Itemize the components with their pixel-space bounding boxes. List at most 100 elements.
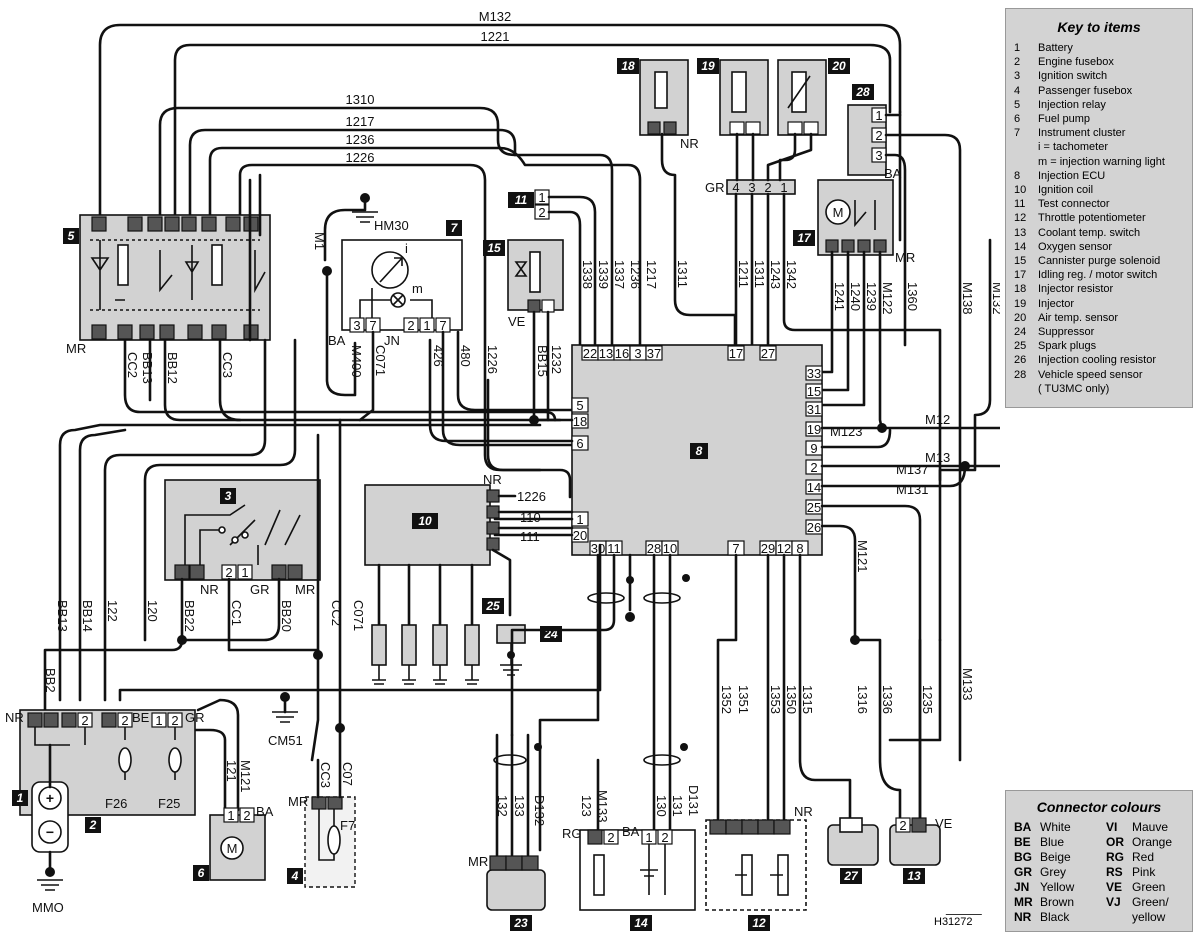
connector-code: BG bbox=[1014, 850, 1032, 864]
wire-480: 480 bbox=[458, 345, 473, 367]
wire-1337: 1337 bbox=[612, 260, 627, 289]
wire-131: 131 bbox=[670, 795, 685, 817]
colour-mr-17: MR bbox=[895, 250, 915, 265]
wire-bb12: BB12 bbox=[165, 352, 180, 384]
wire-label-1226: 1226 bbox=[346, 150, 375, 165]
key-item-description: i = tachometer bbox=[1038, 141, 1109, 154]
wire-label-1221: 1221 bbox=[481, 29, 510, 44]
badge-11: 11 bbox=[515, 193, 528, 207]
instrument-cluster-7: 3 7 2 1 7 i m 7 BA JN bbox=[328, 220, 463, 348]
wire-1311-a: 1311 bbox=[675, 260, 690, 288]
pump-motor-m: M bbox=[227, 841, 238, 856]
connector-colour-name: Green/ bbox=[1132, 895, 1169, 909]
badge-14: 14 bbox=[634, 916, 648, 930]
badge-17: 17 bbox=[797, 231, 812, 245]
connector-code: MR bbox=[1014, 895, 1033, 909]
key-item-description: Injection ECU bbox=[1038, 169, 1106, 182]
ecu-pin-37: 37 bbox=[647, 346, 661, 361]
ignition-switch-3: 2 1 3 NR GR MR bbox=[164, 479, 321, 597]
colour-ba-6: BA bbox=[256, 804, 274, 819]
wire-1239: 1239 bbox=[864, 282, 879, 311]
wire-120: 120 bbox=[145, 600, 160, 622]
badge-20: 20 bbox=[831, 59, 846, 73]
connector-colour-name: yellow bbox=[1132, 910, 1166, 924]
key-item-number: 13 bbox=[1014, 226, 1027, 239]
ecu-pin-17: 17 bbox=[729, 346, 743, 361]
wire-m131: M131 bbox=[896, 482, 929, 497]
badge-4: 4 bbox=[291, 869, 299, 883]
test-connector-11: 1 2 11 bbox=[508, 189, 597, 347]
ecu-pin-26: 26 bbox=[807, 520, 821, 535]
ecu-pin-30: 30 bbox=[591, 541, 605, 556]
ecu-pin-10: 10 bbox=[663, 541, 677, 556]
colour-nr-12: NR bbox=[794, 804, 813, 819]
wire-1235: 1235 bbox=[920, 685, 935, 714]
wire-m133: M133 bbox=[960, 668, 975, 701]
colour-ve-13: VE bbox=[935, 816, 953, 831]
wire-1351: 1351 bbox=[736, 685, 751, 714]
colour-mr-23: MR bbox=[468, 854, 488, 869]
key-item-description: Air temp. sensor bbox=[1038, 311, 1119, 324]
wire-133: 133 bbox=[512, 795, 527, 817]
ecu-pin-28: 28 bbox=[647, 541, 661, 556]
earth-label-hm30: HM30 bbox=[374, 218, 409, 233]
colour-nr-3: NR bbox=[200, 582, 219, 597]
wire-m12: M12 bbox=[925, 412, 950, 427]
grey-connector-4pin: GR 4 3 2 1 bbox=[705, 132, 942, 642]
fuse-f26: F26 bbox=[105, 796, 127, 811]
wire-121: 121 bbox=[224, 760, 239, 782]
earth-cm51: CM51 bbox=[118, 543, 602, 748]
coil-wire-110: 110 bbox=[520, 510, 541, 525]
wire-d132: D132 bbox=[532, 795, 547, 826]
ecu-pin-16: 16 bbox=[615, 346, 629, 361]
badge-27: 27 bbox=[843, 869, 859, 883]
wire-m122: M122 bbox=[880, 282, 895, 315]
o2-pin-1: 1 bbox=[645, 830, 652, 845]
ecu-pin-8: 8 bbox=[796, 541, 803, 556]
ign-pin-1: 1 bbox=[241, 565, 248, 580]
colour-gr-conn: GR bbox=[705, 180, 725, 195]
wire-1342: 1342 bbox=[784, 260, 799, 289]
vss-pin-3: 3 bbox=[875, 148, 882, 163]
ecu-pin-9: 9 bbox=[810, 441, 817, 456]
key-item-number: 19 bbox=[1014, 297, 1027, 310]
key-item: m = injection warning light bbox=[1014, 155, 1184, 169]
earth-label-cm51: CM51 bbox=[268, 733, 303, 748]
key-item-description: Oxygen sensor bbox=[1038, 240, 1112, 253]
wire-m121-pump: M121 bbox=[238, 760, 253, 793]
colour-gr-3: GR bbox=[250, 582, 270, 597]
battery-plus: + bbox=[46, 790, 54, 806]
key-item-number: 18 bbox=[1014, 283, 1027, 296]
ign-pin-2: 2 bbox=[225, 565, 232, 580]
wire-m13: M13 bbox=[925, 450, 950, 465]
cluster-pin-2: 2 bbox=[407, 318, 414, 333]
ecu-pin-7: 7 bbox=[732, 541, 739, 556]
wire-cc2-b: CC2 bbox=[329, 600, 344, 626]
connector-colour-name: Blue bbox=[1040, 835, 1065, 849]
key-item-description: m = injection warning light bbox=[1038, 155, 1165, 168]
wire-bb13-b: BB13 bbox=[55, 600, 70, 632]
wire-bb2: BB2 bbox=[43, 668, 58, 693]
oxygen-sensor-14: 2 1 2 RG BA 14 bbox=[562, 824, 696, 931]
key-item-description: Throttle potentiometer bbox=[1038, 212, 1146, 225]
suppressor-24: 24 bbox=[496, 624, 562, 676]
signature-mark bbox=[945, 902, 987, 915]
key-item-description: Passenger fusebox bbox=[1038, 84, 1133, 97]
key-item-description: Engine fusebox bbox=[1038, 56, 1114, 69]
wire-1339: 1339 bbox=[596, 260, 611, 289]
connector-colour-name: White bbox=[1040, 820, 1071, 834]
spark-plugs-25: 25 bbox=[371, 598, 504, 685]
left-harness: BB13 BB14 122 120 BB22 CC1 BB20 CC2 C071… bbox=[43, 173, 542, 762]
wire-132: 132 bbox=[495, 795, 510, 817]
cluster-m-label: m bbox=[412, 281, 423, 296]
connector-colour-name: Green bbox=[1132, 880, 1166, 894]
wire-m132-v: M132 bbox=[990, 282, 1000, 315]
ecu-pin-13: 13 bbox=[599, 346, 613, 361]
wire-cc3-b: CC3 bbox=[318, 762, 333, 788]
key-item-description: Idling reg. / motor switch bbox=[1038, 269, 1158, 282]
